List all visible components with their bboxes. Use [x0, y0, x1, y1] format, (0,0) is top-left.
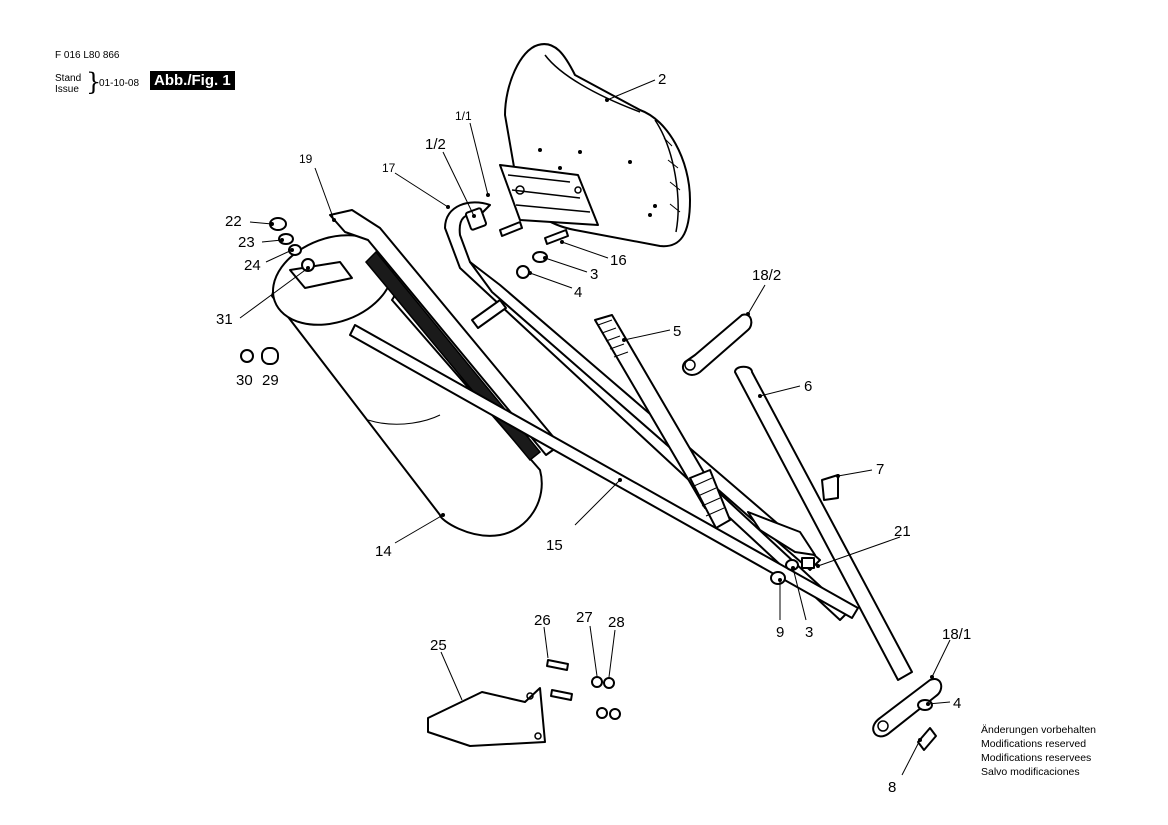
modification-notes: Änderungen vorbehalten Modifications res… [981, 723, 1096, 779]
label-18-1: 18/1 [942, 626, 971, 643]
hardware-upper [464, 207, 569, 329]
label-5: 5 [673, 323, 681, 340]
foot-plate [427, 687, 546, 747]
label-29: 29 [262, 372, 279, 389]
note-english: Modifications reserved [981, 738, 1087, 750]
label-17: 17 [382, 161, 396, 175]
label-6: 6 [804, 378, 812, 395]
lever-lower [872, 678, 943, 738]
brace-symbol: } [86, 68, 102, 96]
label-23: 23 [238, 234, 255, 251]
label-22: 22 [225, 213, 242, 230]
label-21: 21 [894, 523, 911, 540]
leader-lines [239, 79, 951, 776]
part-number-labels: 2 1/1 1/2 17 19 22 23 24 31 30 29 16 3 4… [216, 71, 971, 796]
long-tube [734, 365, 913, 681]
label-24: 24 [244, 257, 261, 274]
issue-label: Issue [55, 84, 79, 95]
label-4-lower: 4 [953, 695, 961, 712]
hardware-left [240, 217, 315, 365]
note-german: Änderungen vorbehalten [981, 724, 1097, 736]
label-3-lower: 3 [805, 624, 813, 641]
hardware-plate [546, 659, 621, 720]
tie-rod [349, 324, 859, 619]
note-french: Modifications reservees [981, 752, 1092, 764]
pivot-bracket [747, 511, 816, 556]
label-25: 25 [430, 637, 447, 654]
spring-rod [594, 314, 731, 529]
document-number: F 016 L80 866 [55, 50, 120, 61]
label-18-2: 18/2 [752, 267, 781, 284]
label-26: 26 [534, 612, 551, 629]
label-1-2: 1/2 [425, 136, 446, 153]
label-8: 8 [888, 779, 896, 796]
note-spanish: Salvo modificaciones [981, 766, 1080, 778]
label-19: 19 [299, 152, 313, 166]
label-1-1: 1/1 [455, 109, 472, 123]
figure-label: Abb./Fig. 1 [150, 71, 235, 90]
mounting-bracket [499, 164, 599, 226]
lever-upper [681, 313, 753, 376]
label-15: 15 [546, 537, 563, 554]
label-7: 7 [876, 461, 884, 478]
stand-label: Stand [55, 73, 82, 84]
label-31: 31 [216, 311, 233, 328]
label-28: 28 [608, 614, 625, 631]
label-3-upper: 3 [590, 266, 598, 283]
label-2: 2 [658, 71, 666, 88]
label-4-upper: 4 [574, 284, 582, 301]
label-30: 30 [236, 372, 253, 389]
issue-date: 01-10-08 [99, 78, 140, 89]
label-16: 16 [610, 252, 627, 269]
label-9: 9 [776, 624, 784, 641]
label-14: 14 [375, 543, 392, 560]
label-27: 27 [576, 609, 593, 626]
